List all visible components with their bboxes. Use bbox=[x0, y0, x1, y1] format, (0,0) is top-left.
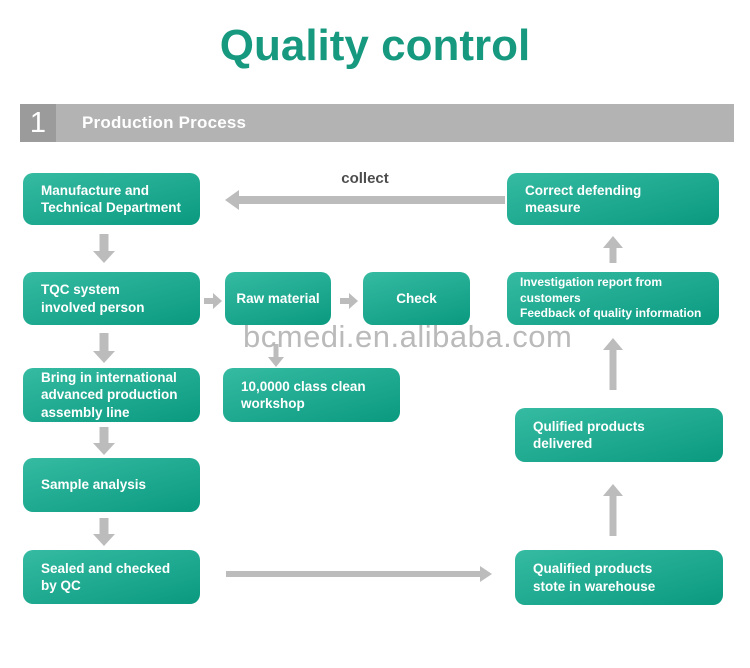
node-manufacture-technical-department: Manufacture and Technical Department bbox=[23, 173, 200, 225]
node-correct-defending-measure: Correct defending measure bbox=[507, 173, 719, 225]
arrow-right-raw-material-to-check-icon bbox=[340, 293, 358, 309]
arrow-up-delivered-to-investigation-icon bbox=[603, 338, 623, 390]
section-number-badge: 1 bbox=[20, 104, 56, 142]
arrow-down-raw-material-to-workshop-icon bbox=[268, 344, 284, 367]
node-clean-workshop: 10,0000 class clean workshop bbox=[223, 368, 400, 422]
node-qualified-products-warehouse: Qualified products stote in warehouse bbox=[515, 550, 723, 605]
node-investigation-report-feedback: Investigation report from customers Feed… bbox=[507, 272, 719, 325]
arrow-down-sample-to-sealed-icon bbox=[93, 518, 115, 546]
node-tqc-system-involved-person: TQC system involved person bbox=[23, 272, 200, 325]
arrow-right-tqc-to-raw-material-icon bbox=[204, 293, 222, 309]
node-sealed-and-checked-by-qc: Sealed and checked by QC bbox=[23, 550, 200, 604]
arrow-up-warehouse-to-delivered-icon bbox=[603, 484, 623, 536]
node-sample-analysis: Sample analysis bbox=[23, 458, 200, 512]
node-qualified-products-delivered: Qulified products delivered bbox=[515, 408, 723, 462]
section-title: Production Process bbox=[82, 113, 247, 132]
arrow-down-manufacture-to-tqc-icon bbox=[93, 234, 115, 263]
arrow-up-investigation-to-correct-icon bbox=[603, 236, 623, 263]
watermark-text: bcmedi.en.alibaba.com bbox=[243, 319, 573, 354]
node-check: Check bbox=[363, 272, 470, 325]
page-title: Quality control bbox=[219, 21, 531, 70]
arrow-down-tqc-to-bring-in-icon bbox=[93, 333, 115, 363]
arrow-right-sealed-to-warehouse-icon bbox=[226, 566, 492, 582]
node-raw-material: Raw material bbox=[225, 272, 331, 325]
node-bring-in-international-assembly-line: Bring in international advanced producti… bbox=[23, 368, 200, 422]
collect-label: collect bbox=[341, 170, 389, 187]
section-header: 1 Production Process bbox=[20, 104, 734, 142]
arrow-down-bring-in-to-sample-icon bbox=[93, 427, 115, 455]
arrow-left-collect-icon bbox=[225, 190, 505, 210]
